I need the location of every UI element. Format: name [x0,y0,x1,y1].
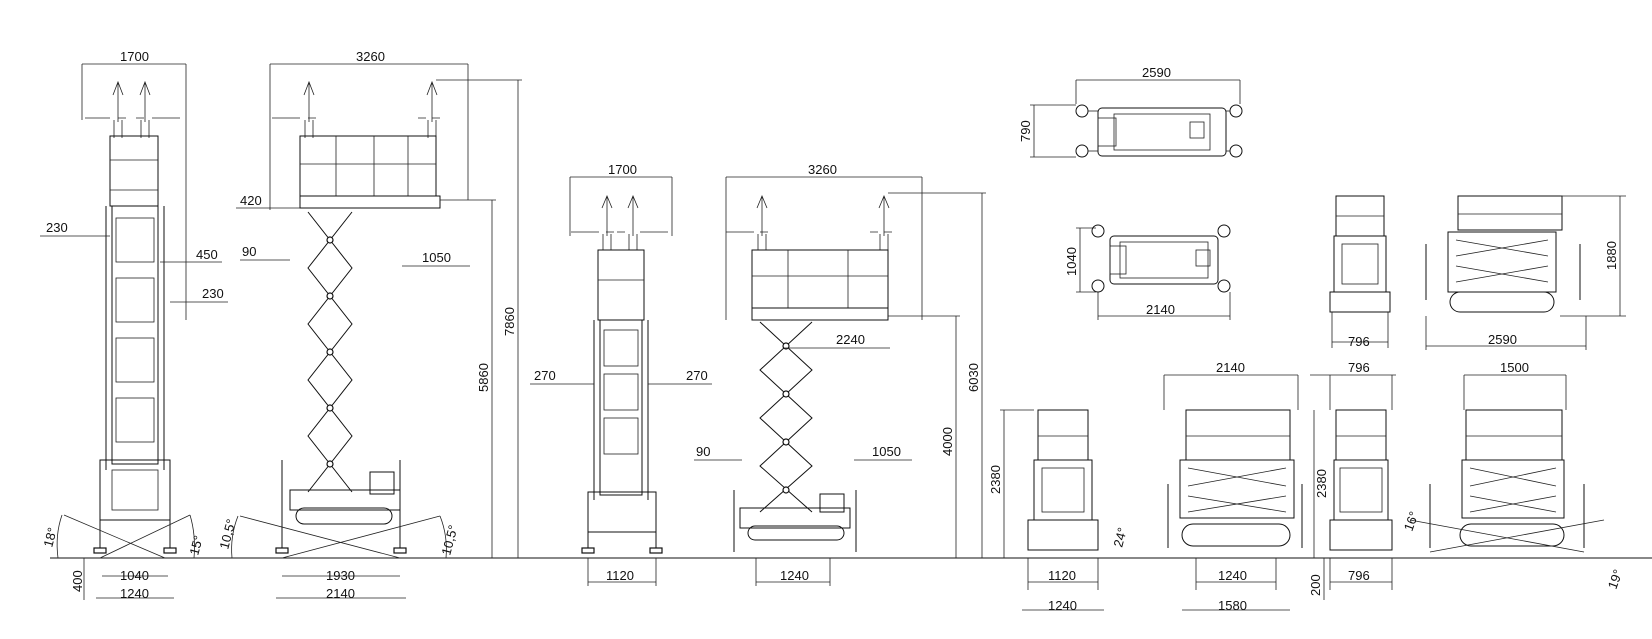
dim-label: 1120 [606,568,634,583]
view-side-raised-2: 3260 2240 90 1050 1240 4000 6030 [694,162,986,586]
dim-label: 1050 [422,250,451,265]
dim-label: 230 [46,220,68,235]
dim-label: 450 [196,247,218,262]
dim-label: 400 [70,570,85,592]
dim-label: 1050 [872,444,901,459]
operator-figure-icon [571,194,668,250]
dim-label: 270 [534,368,556,383]
dim-label: 1040 [1064,247,1079,276]
dim-label: 90 [696,444,710,459]
dim-label: 16° [1401,509,1422,533]
dim-label: 2380 [988,465,1003,494]
dim-label: 6030 [966,363,981,392]
view-bottom-side-2: 1500 16° 19° [1401,360,1626,591]
dim-label: 3260 [356,49,385,64]
view-front-raised-2: 1700 270 270 1120 [530,162,712,586]
dim-label: 1700 [120,49,149,64]
view-bottom-front: 2380 1120 1240 [988,409,1104,613]
view-bottom-side: 2140 24° 1240 1580 [1110,360,1303,613]
operator-figure-icon [85,80,180,138]
operator-figure-icon [272,80,440,138]
dim-label: 796 [1348,334,1370,349]
dim-label: 1240 [780,568,809,583]
view-bottom-narrow: 796 2380 200 796 [1308,360,1396,600]
view-front-raised: 1700 230 450 230 18° 15° 400 1040 1240 [40,49,228,601]
dim-label: 19° [1605,567,1626,591]
dim-label: 2240 [836,332,865,347]
dim-label: 1240 [1218,568,1247,583]
view-top-1: 2590 790 [1018,65,1243,158]
dim-label: 1700 [608,162,637,177]
dim-label: 24° [1110,526,1130,549]
dim-label: 2140 [1216,360,1245,375]
dim-label: 5860 [476,363,491,392]
dim-label: 3260 [808,162,837,177]
dim-label: 10,5° [438,523,460,556]
view-front-stowed: 796 [1329,195,1391,349]
dim-label: 420 [240,193,262,208]
dim-label: 1580 [1218,598,1247,613]
view-top-2: 1040 2140 [1064,224,1231,320]
dim-label: 2140 [1146,302,1175,317]
dim-label: 4000 [940,427,955,456]
dim-label: 1240 [1048,598,1077,613]
dim-label: 270 [686,368,708,383]
operator-figure-icon [726,194,892,250]
dim-label: 1880 [1604,241,1619,270]
dim-label: 1040 [120,568,149,583]
dim-label: 2380 [1314,469,1329,498]
view-side-stowed: 1880 2590 [1425,195,1626,350]
dim-label: 7860 [502,307,517,336]
view-side-raised: 3260 420 90 1050 10,5° 10,5° 1930 2140 5… [216,49,522,601]
dim-label: 790 [1018,120,1033,142]
dim-label: 2590 [1142,65,1171,80]
dim-label: 18° [40,526,60,549]
dim-label: 2140 [326,586,355,601]
dim-label: 1500 [1500,360,1529,375]
dim-label: 15° [186,534,206,557]
dim-label: 796 [1348,360,1370,375]
dim-label: 1930 [326,568,355,583]
dim-label: 796 [1348,568,1370,583]
dim-label: 200 [1308,574,1323,596]
dim-label: 10,5° [216,517,238,550]
dim-label: 1120 [1048,568,1076,583]
dim-label: 230 [202,286,224,301]
dim-label: 90 [242,244,256,259]
dim-label: 1240 [120,586,149,601]
dim-label: 2590 [1488,332,1517,347]
